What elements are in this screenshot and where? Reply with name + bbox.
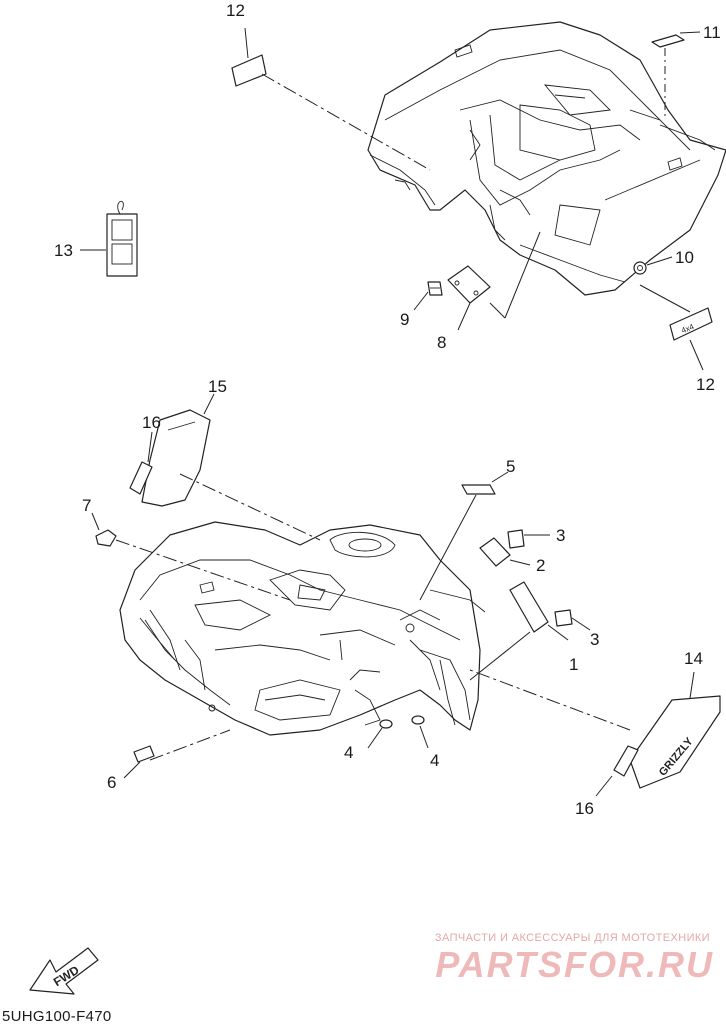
callout-14: 14 xyxy=(684,649,703,668)
drawing-code: 5UHG100-F470 xyxy=(2,1008,112,1025)
callout-16-bottom: 16 xyxy=(575,799,594,818)
decal-5 xyxy=(419,471,509,601)
callout-16-top: 16 xyxy=(142,413,161,432)
callout-3-top: 3 xyxy=(556,526,565,545)
callout-8: 8 xyxy=(437,333,446,352)
grommet-10 xyxy=(633,256,673,275)
callout-15: 15 xyxy=(208,377,227,396)
callout-12-top: 12 xyxy=(226,1,245,20)
callout-9: 9 xyxy=(400,310,409,329)
callout-6: 6 xyxy=(107,773,116,792)
callout-10: 10 xyxy=(675,248,694,267)
callout-3-bottom: 3 xyxy=(590,630,599,649)
callout-4-left: 4 xyxy=(344,743,353,762)
emblem-7 xyxy=(91,512,291,601)
callout-labels: 12 11 13 10 9 8 12 15 16 5 7 3 2 3 1 14 … xyxy=(54,1,721,818)
callout-11: 11 xyxy=(703,23,721,42)
watermark-tagline: ЗАПЧАСТИ И АКСЕССУАРЫ ДЛЯ МОТОТЕХНИКИ xyxy=(434,932,710,944)
decal-12-top xyxy=(231,27,431,171)
callout-12-right: 12 xyxy=(696,375,715,394)
plate-8 xyxy=(447,231,541,331)
washer-4-left xyxy=(367,719,393,749)
decal-6 xyxy=(123,729,231,779)
panel-15 xyxy=(141,393,321,541)
rear-fender xyxy=(367,21,726,296)
bolt-3-top xyxy=(507,529,550,549)
decal-12-right: 4x4 xyxy=(639,284,713,371)
bolt-9 xyxy=(413,281,443,311)
emblem-11 xyxy=(651,31,701,120)
front-fender xyxy=(119,521,486,736)
plate-2 xyxy=(479,537,531,567)
washer-4-right xyxy=(411,715,429,749)
decal-16-bottom xyxy=(595,745,639,797)
callout-4-right: 4 xyxy=(430,751,439,770)
tag-13 xyxy=(80,200,138,277)
callout-1: 1 xyxy=(569,655,578,674)
callout-2: 2 xyxy=(536,556,545,575)
callout-7: 7 xyxy=(82,496,91,515)
decal-16-top xyxy=(129,431,153,495)
bolt-3-bottom xyxy=(554,609,591,631)
callout-13: 13 xyxy=(54,241,73,260)
callout-5: 5 xyxy=(506,457,515,476)
fwd-arrow-icon: FWD xyxy=(29,947,99,995)
plate-1 xyxy=(469,581,569,681)
decal-14: GRIZZLY xyxy=(469,669,721,789)
watermark-brand: PARTSFOR.RU xyxy=(435,944,714,985)
